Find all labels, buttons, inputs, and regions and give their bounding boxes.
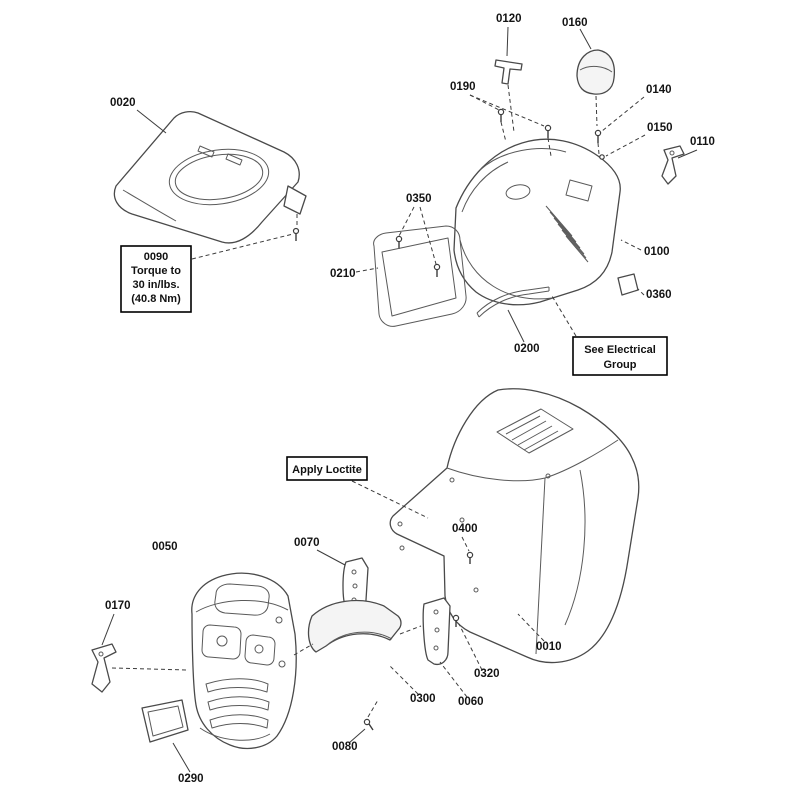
headlight-left: [216, 635, 228, 647]
nut-0150: [599, 154, 605, 160]
part-label-0320: 0320: [474, 668, 500, 680]
torque-line3: (40.8 Nm): [131, 293, 181, 305]
hood-top-oval-opening: [168, 148, 270, 206]
screw-0090: [292, 227, 300, 241]
dash-oval-opening: [505, 184, 531, 200]
screw-0350-b: [433, 263, 441, 277]
loctite-callout-box: Apply Loctite: [286, 456, 368, 481]
part-label-0080: 0080: [332, 741, 358, 753]
part-label-0400: 0400: [452, 523, 478, 535]
grille-boss-bottom: [278, 660, 286, 668]
screw-0140: [594, 129, 602, 143]
torque-part-number: 0090: [144, 251, 168, 263]
part-label-0140: 0140: [646, 84, 672, 96]
dash-display-panel: [565, 179, 593, 202]
plate-0290: [141, 699, 189, 743]
part-label-0020: 0020: [110, 97, 136, 109]
hood-top-panel-0020: [113, 111, 307, 244]
part-label-0050: 0050: [152, 541, 178, 553]
part-label-0200: 0200: [514, 343, 540, 355]
electrical-callout-box: See Electrical Group: [572, 336, 668, 376]
screw-0320: [452, 614, 460, 627]
part-label-0190: 0190: [450, 81, 476, 93]
part-label-0160: 0160: [562, 17, 588, 29]
hood-rivets: [397, 473, 551, 593]
support-frame-0210: [373, 225, 467, 327]
grille-top-seam: [195, 600, 289, 613]
grille-slats: [205, 678, 270, 729]
bracket-0170: [91, 643, 117, 693]
torque-line1: Torque to: [131, 265, 181, 277]
grille-bottom-line: [199, 727, 271, 741]
grille-assembly-0050: [191, 572, 297, 750]
grille-boss-top: [275, 616, 283, 624]
part-label-0360: 0360: [646, 289, 672, 301]
headlight-right: [254, 644, 264, 654]
screw-0350-a: [395, 235, 403, 249]
dash-left-edge: [461, 161, 509, 213]
part-label-0150: 0150: [647, 122, 673, 134]
headlight-pocket-right: [244, 634, 276, 666]
hood-body-0010: [389, 388, 640, 664]
dash-lower-skirt: [459, 239, 553, 300]
hood-vent-panel: [496, 408, 574, 454]
bracket-0110: [661, 145, 685, 185]
support-rod-0200: [476, 286, 550, 318]
part-label-0060: 0060: [458, 696, 484, 708]
part-label-0210: 0210: [330, 268, 356, 280]
torque-line2: 30 in/lbs.: [132, 279, 179, 291]
part-number-labels: 0020 0120 0160 0190 0140 0150 0110 0350 …: [105, 13, 715, 785]
part-label-0100: 0100: [644, 246, 670, 258]
hood-top-slots: [197, 145, 243, 166]
part-label-0070: 0070: [294, 537, 320, 549]
headlight-pocket-left: [201, 624, 242, 660]
dashed-leader-lines: [191, 94, 646, 698]
cap-0160: [576, 49, 616, 95]
part-label-0350: 0350: [406, 193, 432, 205]
dash-assembly-0100: [453, 138, 621, 306]
screw-0080: [363, 718, 374, 731]
screw-0190-b: [544, 124, 552, 138]
hood-side-crease: [564, 469, 586, 626]
screw-0400: [466, 551, 474, 564]
dash-top-seam: [479, 148, 567, 171]
solid-leader-lines: [101, 26, 698, 773]
part-label-0300: 0300: [410, 693, 436, 705]
plate-0360: [617, 273, 639, 296]
part-label-0170: 0170: [105, 600, 131, 612]
dashed-assembly-lines: [111, 84, 600, 718]
torque-callout-box: 0090 Torque to 30 in/lbs. (40.8 Nm): [120, 245, 192, 313]
electrical-line1: See Electrical: [584, 344, 656, 356]
dash-vent-slats: [545, 205, 589, 263]
hood-front-edge: [535, 477, 546, 655]
bracket-0120: [494, 59, 523, 85]
grille-dash-opening: [214, 583, 270, 616]
part-label-0010: 0010: [536, 641, 562, 653]
electrical-line2: Group: [604, 359, 637, 371]
hood-top-tab: [283, 185, 307, 215]
part-label-0290: 0290: [178, 773, 204, 785]
bumper-0300: [307, 599, 402, 653]
part-label-0110: 0110: [690, 136, 715, 148]
bracket-0060: [422, 597, 451, 666]
loctite-text: Apply Loctite: [292, 464, 362, 476]
screw-0190-a: [497, 108, 505, 122]
hood-top-fold-line: [122, 189, 177, 222]
part-label-0120: 0120: [496, 13, 522, 25]
